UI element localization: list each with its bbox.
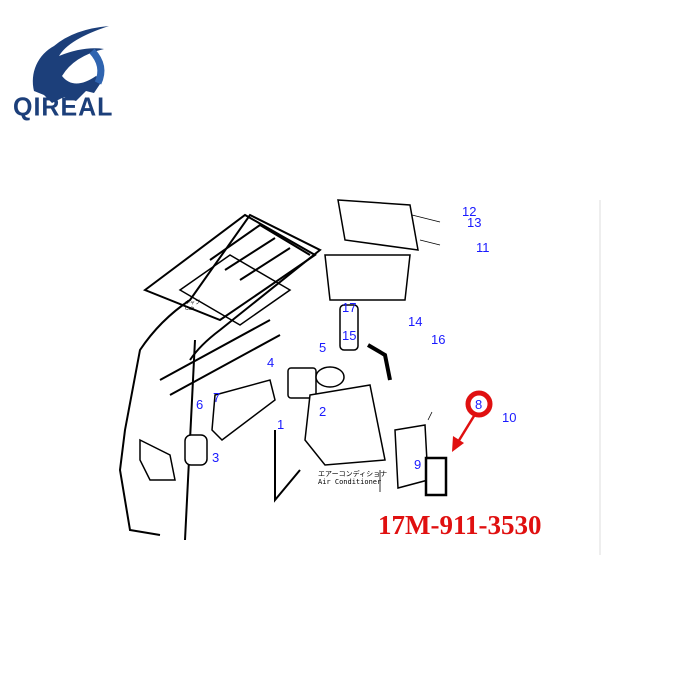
callout-12: 12 (462, 204, 477, 219)
callout-9: 9 (414, 457, 422, 472)
callout-14: 14 (408, 314, 423, 329)
callout-15: 15 (342, 328, 357, 343)
callout-17: 17 (342, 300, 357, 315)
callout-10: 10 (502, 410, 517, 425)
callout-8: 8 (475, 397, 483, 412)
callout-6: 6 (196, 397, 204, 412)
callout-5: 5 (319, 340, 327, 355)
callout-2: 2 (319, 404, 327, 419)
callout-16: 16 (431, 332, 446, 347)
callout-4: 4 (267, 355, 275, 370)
callout-7: 7 (213, 390, 221, 405)
highlight-marker (452, 390, 493, 452)
part-number: 17M-911-3530 (378, 510, 542, 540)
leader-lines (379, 214, 441, 492)
callout-1: 1 (277, 417, 285, 432)
callout-13: 13 (467, 215, 482, 230)
callout-3: 3 (212, 450, 220, 465)
brand-name: QIREAL (13, 92, 114, 122)
cab-frame (118, 213, 322, 541)
cab-parts (139, 199, 448, 497)
brand-logo (32, 26, 110, 103)
callout-11: 11 (476, 240, 490, 255)
